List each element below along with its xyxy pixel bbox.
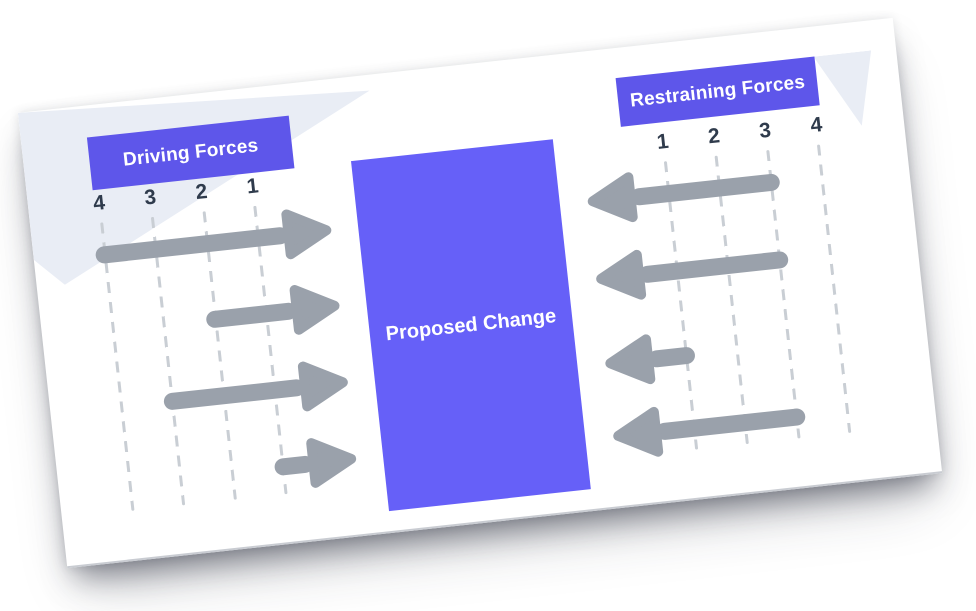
driving-force-arrow-4 <box>271 430 360 495</box>
restraining-scale-label-4: 4 <box>809 113 824 138</box>
restraining-scale-label-3: 3 <box>758 118 773 143</box>
arrow-head-right-icon <box>306 438 357 488</box>
arrow-head-left-icon <box>587 172 638 223</box>
driving-force-arrow-2 <box>203 277 343 347</box>
proposed-change-box: Proposed Change <box>351 139 591 512</box>
restraining-force-arrow-2 <box>592 231 791 308</box>
arrow-head-left-icon <box>605 334 656 385</box>
force-field-analysis-card: Driving Forces Restraining Forces Propos… <box>17 17 943 569</box>
driving-forces-title: Driving Forces <box>121 134 260 171</box>
restraining-arrow-shaft <box>629 172 781 206</box>
proposed-change-title: Proposed Change <box>384 304 558 345</box>
restraining-forces-title: Restraining Forces <box>629 71 807 112</box>
arrow-head-left-icon <box>613 406 664 457</box>
driving-scale-label-3: 3 <box>143 185 158 210</box>
restraining-arrows-group <box>18 18 893 457</box>
arrow-head-right-icon <box>297 361 348 412</box>
driving-scale-label-4: 4 <box>92 191 107 216</box>
restraining-arrow-shaft <box>638 250 789 284</box>
restraining-arrow-shaft <box>655 407 807 441</box>
restraining-scale-line-4 <box>816 144 852 434</box>
driving-arrows-group <box>18 18 893 488</box>
restraining-force-arrow-1 <box>584 153 783 230</box>
arrow-head-right-icon <box>289 285 340 335</box>
arrow-head-right-icon <box>281 209 332 260</box>
driving-arrow-shaft <box>162 377 306 411</box>
driving-force-arrow-3 <box>160 354 351 430</box>
driving-arrow-shaft <box>94 225 290 264</box>
restraining-scale-label-1: 1 <box>655 129 670 154</box>
driving-force-arrow-1 <box>93 202 336 283</box>
driving-scale-label-1: 1 <box>245 174 260 199</box>
restraining-force-arrow-4 <box>609 388 808 465</box>
restraining-scale-label-2: 2 <box>706 124 721 149</box>
arrow-head-left-icon <box>596 249 647 300</box>
driving-scale-label-2: 2 <box>194 179 209 205</box>
restraining-forces-header: Restraining Forces <box>615 56 820 127</box>
restraining-force-arrow-3 <box>601 326 698 392</box>
driving-arrow-shaft <box>205 301 298 329</box>
